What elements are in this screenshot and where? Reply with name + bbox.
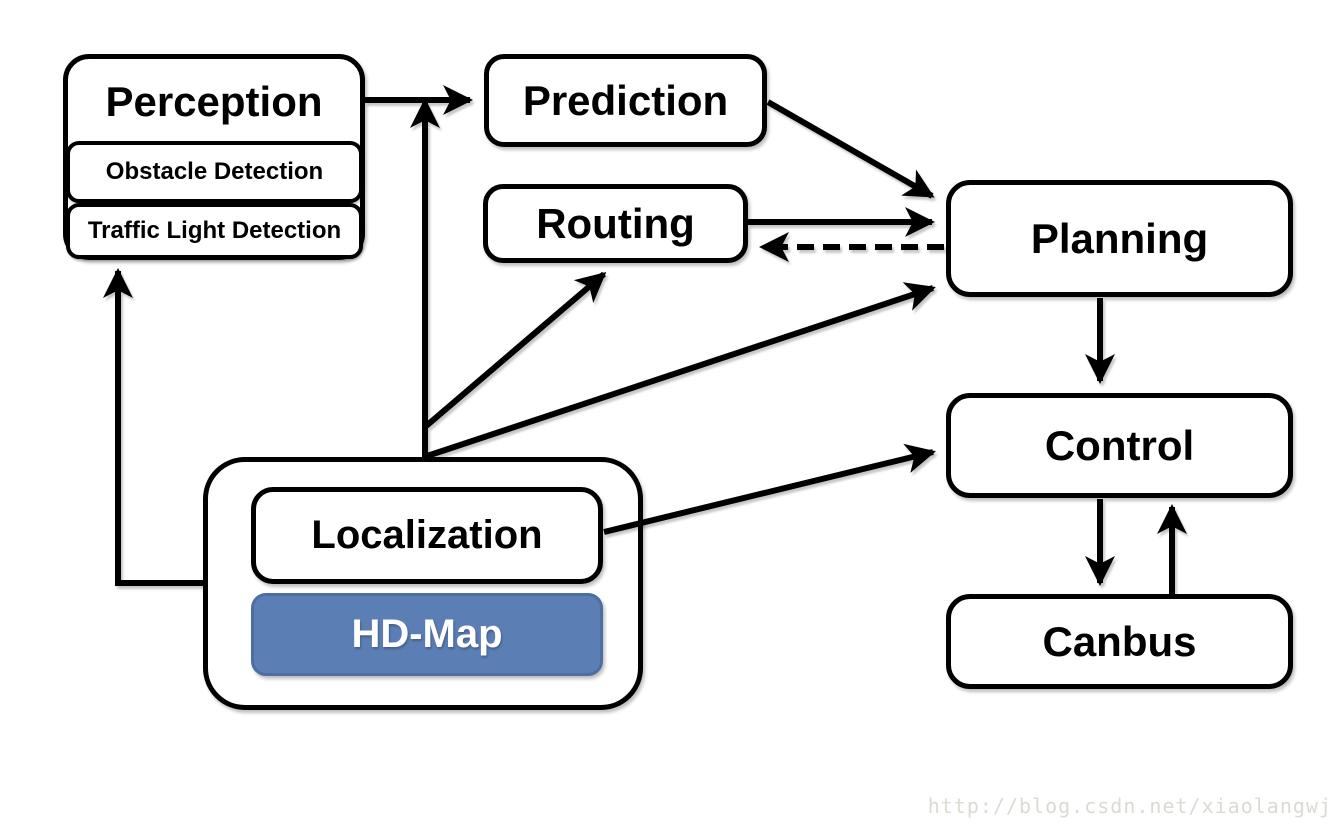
prediction-label: Prediction bbox=[522, 76, 729, 124]
planning-box: Planning bbox=[946, 180, 1293, 297]
canbus-box: Canbus bbox=[946, 594, 1293, 689]
routing-label: Routing bbox=[536, 199, 695, 247]
obstacle-detection-box: Obstacle Detection bbox=[66, 141, 363, 203]
hd-map-label: HD-Map bbox=[351, 612, 503, 656]
control-label: Control bbox=[1044, 421, 1195, 469]
arrow-localization-to-control bbox=[603, 443, 936, 535]
arrow-localization-to-routing bbox=[423, 271, 607, 430]
routing-box: Routing bbox=[483, 184, 748, 263]
canbus-label: Canbus bbox=[1042, 617, 1197, 665]
traffic-light-detection-label: Traffic Light Detection bbox=[87, 217, 342, 244]
localization-label: Localization bbox=[311, 513, 543, 557]
arrow-localization-to-perception bbox=[103, 268, 203, 586]
obstacle-detection-label: Obstacle Detection bbox=[105, 158, 324, 185]
planning-label: Planning bbox=[1030, 214, 1209, 262]
traffic-light-detection-box: Traffic Light Detection bbox=[66, 203, 363, 259]
control-box: Control bbox=[946, 393, 1293, 498]
perception-label: Perception bbox=[105, 78, 323, 125]
localization-box: Localization bbox=[251, 487, 603, 584]
watermark-text: http://blog.csdn.net/xiaolangwj bbox=[927, 794, 1332, 818]
hd-map-box: HD-Map bbox=[251, 593, 603, 676]
prediction-box: Prediction bbox=[484, 54, 767, 147]
arrow-prediction-to-planning bbox=[766, 99, 935, 199]
arrow-localization-to-planning bbox=[426, 282, 936, 459]
